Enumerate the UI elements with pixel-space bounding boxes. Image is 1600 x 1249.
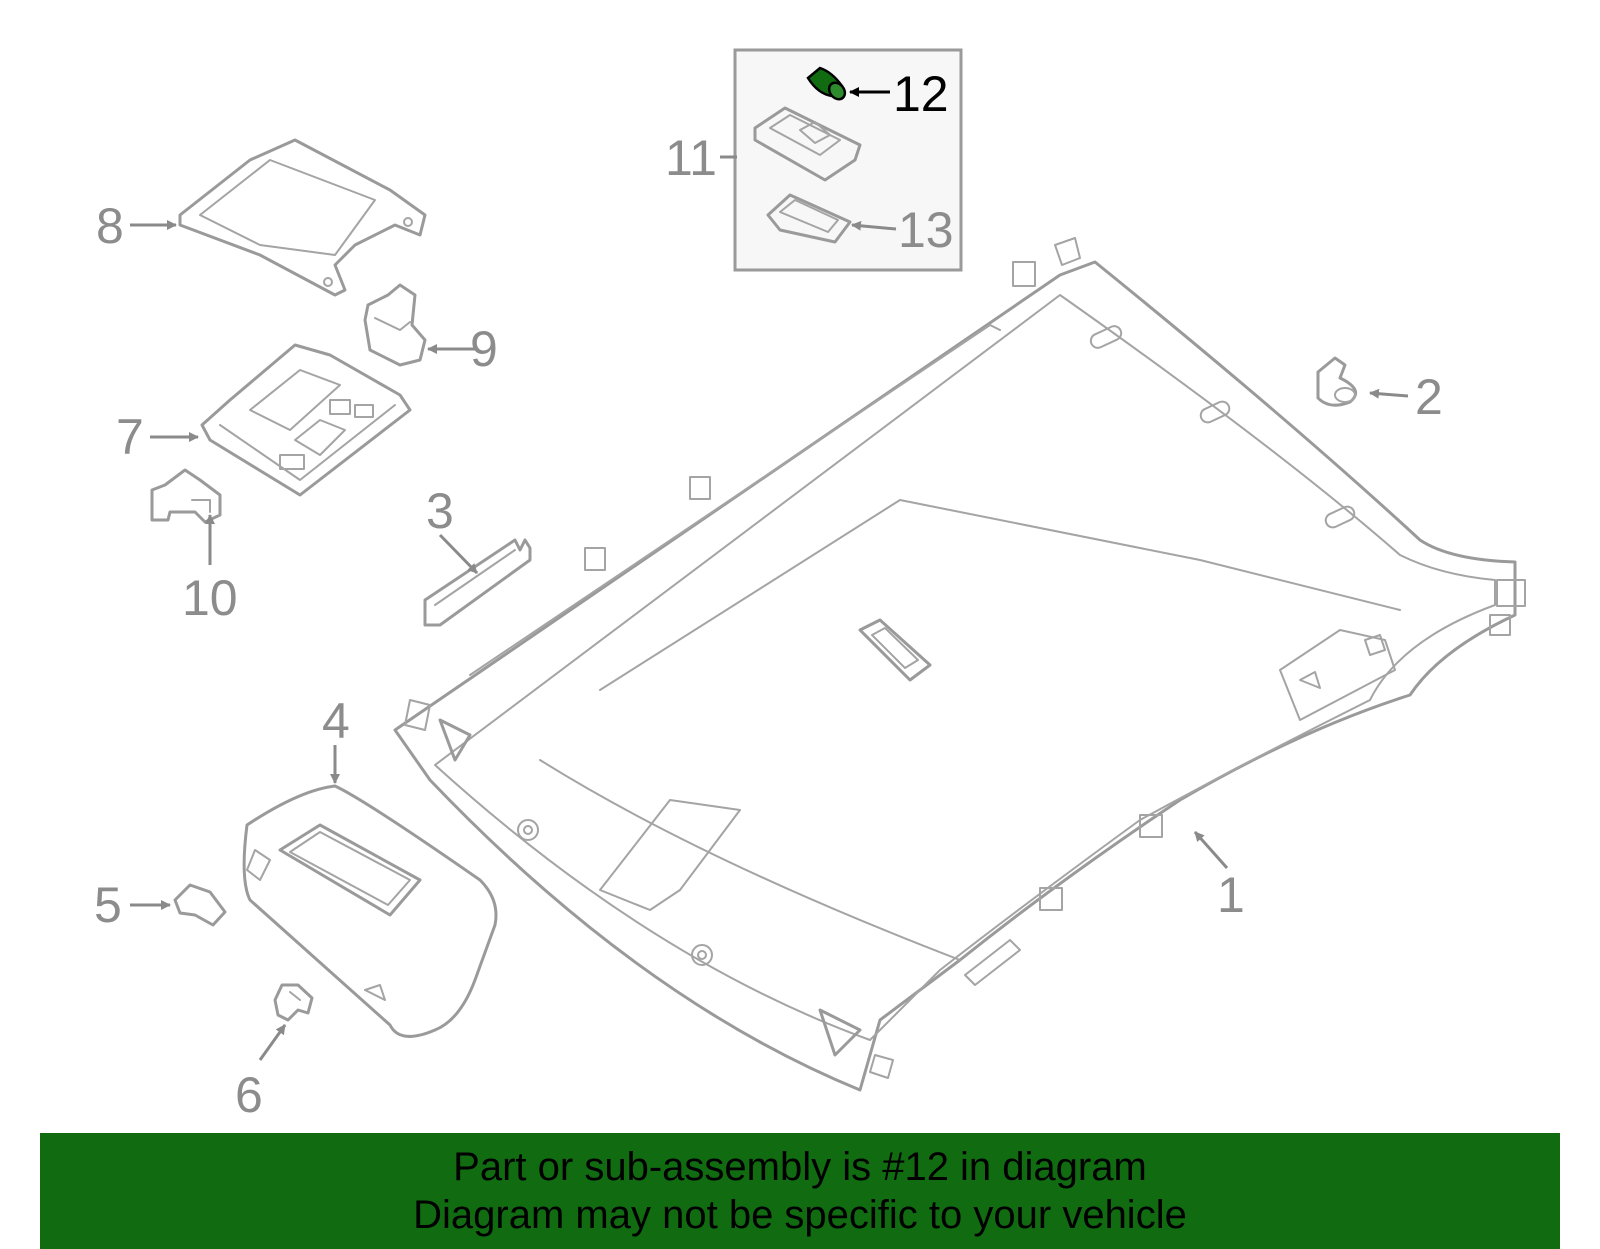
bracket-part-3: [423, 538, 532, 627]
callout-7: 7: [116, 409, 144, 465]
callout-10: 10: [182, 570, 238, 626]
map-lamp-part-11: [753, 106, 862, 182]
callout-5: 5: [94, 877, 122, 933]
callout-4: 4: [322, 693, 350, 749]
callout-9: 9: [470, 321, 498, 377]
info-banner: Part or sub-assembly is #12 in diagram D…: [40, 1133, 1560, 1249]
clip-part-2: [1316, 356, 1358, 407]
callout-8: 8: [96, 198, 124, 254]
callout-2: 2: [1415, 369, 1443, 425]
detail-inset-box: [733, 48, 963, 272]
bracket-part-9: [363, 283, 427, 367]
holder-part-6: [273, 983, 314, 1022]
banner-line-disclaimer: Diagram may not be specific to your vehi…: [413, 1193, 1187, 1237]
headliner-part-1: [393, 237, 1526, 1092]
callout-3: 3: [426, 483, 454, 539]
callout-13: 13: [898, 202, 954, 258]
lens-part-13: [766, 193, 852, 244]
clip-part-10: [150, 468, 222, 524]
clip-part-5: [173, 883, 227, 927]
sun-visor-part-4: [242, 784, 498, 1038]
bulb-part-12: [806, 66, 847, 101]
callout-11: 11: [665, 130, 717, 186]
callout-1: 1: [1217, 867, 1245, 923]
leader-lines: [130, 87, 1409, 1061]
callout-6: 6: [235, 1067, 263, 1123]
console-lamp-part-7: [200, 343, 412, 497]
control-module-part-8: [178, 138, 427, 297]
banner-line-part-number: Part or sub-assembly is #12 in diagram: [453, 1145, 1147, 1189]
callout-12: 12: [893, 66, 949, 122]
